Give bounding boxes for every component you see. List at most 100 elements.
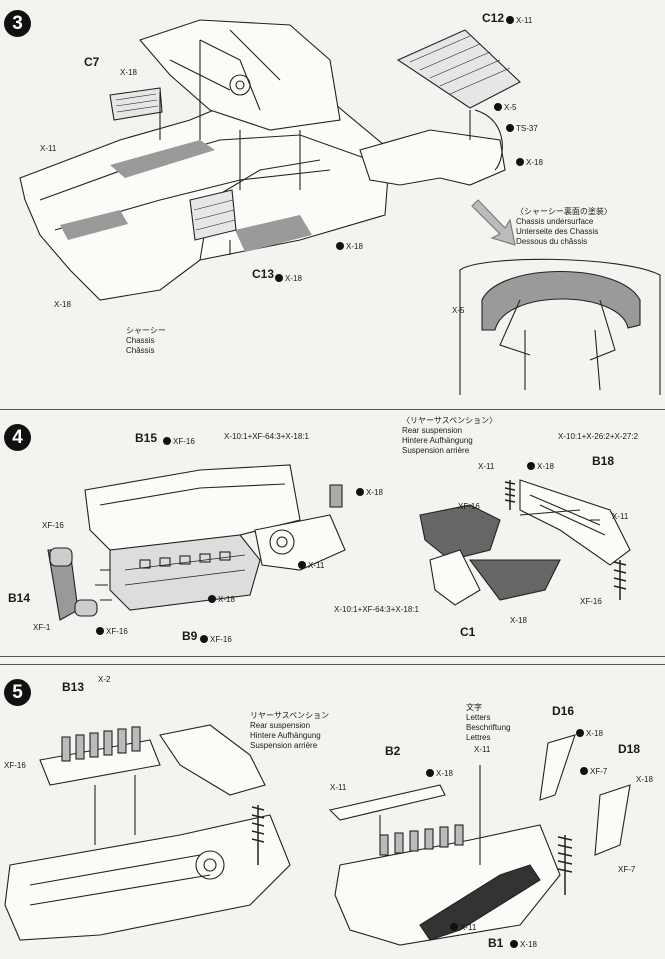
step-3-panel: 3 C12 X-11 C7 (0, 0, 665, 400)
paint-code: X-18 (285, 274, 302, 283)
paint-xf16-b15: XF-16 (163, 437, 195, 446)
paint-x2: X-2 (98, 675, 111, 684)
part-b9-label: B9 (182, 629, 198, 643)
part-c13-label: C13 (252, 267, 275, 281)
paint-code: X-5 (504, 103, 517, 112)
engine-suspension-drawing (47, 464, 631, 621)
paint-x11-bottom: X-11 (450, 923, 476, 932)
paint-x18-engine: X-18 (208, 595, 235, 604)
paint-code: X-11 (40, 144, 57, 153)
paint-x18-right: X-18 (516, 158, 543, 167)
paint-x11-gear: X-11 (298, 561, 324, 570)
part-d18-label: D18 (618, 742, 641, 756)
paint-code: X-18 (54, 300, 71, 309)
letters-caption: 文字 Letters Beschriftung Lettres (466, 703, 510, 743)
caption-jp: リヤーサスペンション (250, 711, 330, 720)
paint-x18-d16: X-18 (576, 729, 603, 738)
paint-x18-bottom: X-18 (54, 300, 71, 309)
caption-fr: Suspension arrière (402, 446, 470, 455)
paint-code: X-18 (366, 488, 383, 497)
paint-xf16-rs2: XF-16 (580, 597, 602, 606)
paint-code: X-5 (452, 306, 465, 315)
paint-xf16-left: XF-16 (42, 521, 64, 530)
paint-x18-center: X-18 (336, 242, 363, 251)
paint-chip-icon (576, 729, 584, 737)
caption-de: Hintere Aufhängung (250, 731, 321, 740)
paint-chip-icon (208, 595, 216, 603)
paint-x18-rs: X-18 (527, 462, 554, 471)
step-number: 5 (4, 679, 31, 706)
caption-jp: 〈リヤーサスペンション〉 (402, 416, 498, 425)
caption-en: Rear suspension (250, 721, 311, 730)
paint-chip-icon (510, 940, 518, 948)
paint-x18-d18: X-18 (636, 775, 653, 784)
paint-x18-pipe: X-18 (356, 488, 383, 497)
paint-chip-icon (516, 158, 524, 166)
paint-xf16-bottom: XF-16 (96, 627, 128, 636)
paint-x11-rs: X-11 (478, 462, 494, 471)
paint-mix-top: X-10:1+XF-64:3+X-18:1 (224, 432, 309, 441)
engine-assembly-drawing (4, 724, 631, 946)
caption-fr: Dessous du châssis (516, 237, 588, 246)
paint-xf1: XF-1 (33, 623, 50, 632)
paint-code: X-18 (586, 729, 603, 738)
part-d16-label: D16 (552, 704, 575, 718)
paint-chip-icon (426, 769, 434, 777)
paint-x18-rs2: X-18 (510, 616, 527, 625)
paint-x11-left: X-11 (330, 783, 346, 792)
paint-code: XF-16 (4, 761, 26, 770)
paint-xf16-b9: XF-16 (200, 635, 232, 644)
caption-en: Rear suspension (402, 426, 463, 435)
paint-code: X-11 (516, 16, 533, 25)
rear-suspension-caption: リヤーサスペンション Rear suspension Hintere Aufhä… (250, 711, 329, 751)
paint-ts37: TS-37 (506, 124, 538, 133)
paint-code: TS-37 (516, 124, 538, 133)
part-b15-label: B15 (135, 431, 158, 445)
paint-chip-icon (506, 16, 514, 24)
paint-code: X-11 (308, 561, 325, 570)
paint-code: X-18 (636, 775, 653, 784)
step-number: 3 (4, 10, 31, 37)
paint-code: X-18 (346, 242, 363, 251)
paint-chip-icon (163, 437, 171, 445)
paint-code: XF-7 (590, 767, 608, 776)
paint-code: XF-16 (106, 627, 128, 636)
paint-code: X-18 (120, 68, 137, 77)
paint-x18-c13: X-18 (275, 274, 302, 283)
paint-chip-icon (494, 103, 502, 111)
paint-code: X-11 (612, 512, 629, 521)
paint-x18-b1: X-18 (510, 940, 537, 949)
paint-x11-rs2: X-11 (612, 512, 628, 521)
caption-fr: Châssis (126, 346, 155, 355)
underside-caption: 〈シャーシー裏面の塗装〉 Chassis undersurface Unters… (516, 207, 612, 247)
caption-fr: Suspension arrière (250, 741, 318, 750)
caption-jp: 〈シャーシー裏面の塗装〉 (516, 207, 612, 216)
paint-chip-icon (450, 923, 458, 931)
paint-chip-icon (200, 635, 208, 643)
paint-x18-b2: X-18 (426, 769, 453, 778)
paint-x5-top: X-5 (494, 103, 516, 112)
paint-code: X-18 (218, 595, 235, 604)
paint-code: XF-7 (618, 865, 636, 874)
paint-code: X-18 (537, 462, 554, 471)
paint-chip-icon (356, 488, 364, 496)
paint-code: X-11 (460, 923, 477, 932)
part-b18-label: B18 (592, 454, 615, 468)
step-5-panel: 5 B13 X-2 XF-16 リヤーサスペンション Rear sus (0, 664, 665, 959)
paint-mix-rear: X-10:1+X-26:2+X-27:2 (558, 432, 639, 441)
caption-de: Hintere Aufhängung (402, 436, 473, 445)
paint-code: X-11 (478, 462, 495, 471)
paint-code: XF-16 (580, 597, 602, 606)
paint-xf16-rs: XF-16 (458, 502, 480, 511)
part-b2-label: B2 (385, 744, 401, 758)
paint-x11-letters: X-11 (474, 745, 491, 754)
paint-chip-icon (96, 627, 104, 635)
paint-chip-icon (580, 767, 588, 775)
caption-jp: 文字 (466, 703, 482, 712)
chassis-caption: シャーシー Chassis Châssis (126, 326, 166, 356)
part-c12-label: C12 (482, 11, 505, 25)
caption-de: Beschriftung (466, 723, 511, 732)
rear-suspension-caption: 〈リヤーサスペンション〉 Rear suspension Hintere Auf… (402, 416, 497, 456)
paint-chip-icon (527, 462, 535, 470)
paint-chip-icon (336, 242, 344, 250)
